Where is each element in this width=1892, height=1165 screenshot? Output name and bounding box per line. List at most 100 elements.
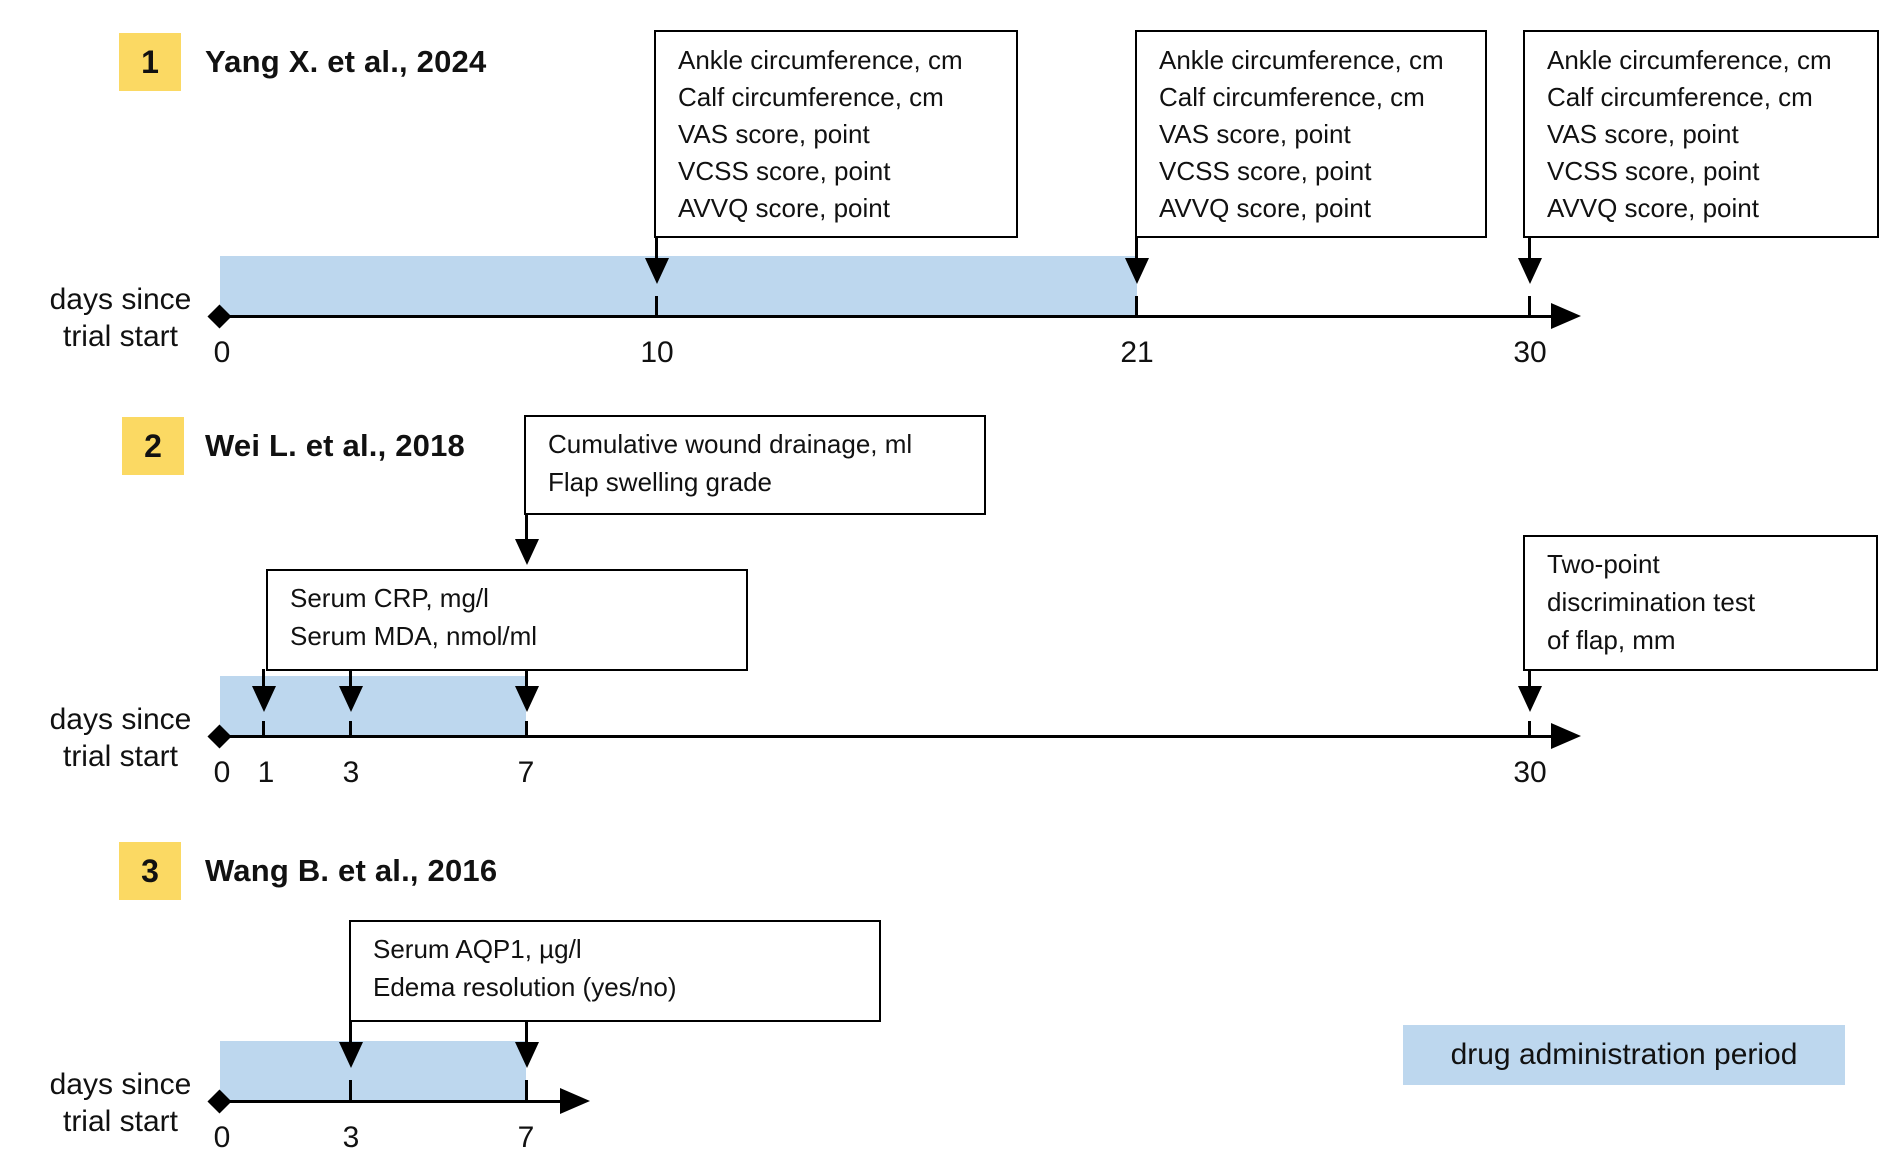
outcome-line: Two-point	[1547, 549, 1660, 579]
outcome-line: discrimination test	[1547, 587, 1756, 617]
study-title: Wei L. et al., 2018	[205, 428, 465, 463]
outcome-line: AVVQ score, point	[1159, 193, 1371, 223]
timeline-axis	[213, 735, 1555, 738]
axis-title-line2: trial start	[62, 1105, 179, 1138]
event-arrowhead-icon	[339, 686, 363, 712]
outcome-line: VAS score, point	[678, 119, 870, 149]
axis-title: days since trial start	[33, 281, 208, 355]
event-tick	[1528, 296, 1531, 318]
event-tick	[262, 721, 265, 738]
measurement-box: Ankle circumference, cm Calf circumferen…	[1523, 30, 1879, 238]
event-arrowhead-icon	[645, 258, 669, 284]
event-arrowhead-icon	[515, 539, 539, 565]
event-arrow-stem	[1528, 669, 1531, 686]
drug-period-bar	[220, 256, 1137, 318]
outcome-line: Serum CRP, mg/l	[290, 583, 489, 613]
outcome-line: Calf circumference, cm	[1159, 82, 1425, 112]
outcome-line: Edema resolution (yes/no)	[373, 972, 677, 1002]
study-number: 1	[141, 43, 159, 80]
event-arrow-stem	[525, 669, 528, 686]
outcome-line: Flap swelling grade	[548, 467, 773, 497]
drug-period-bar	[220, 1041, 526, 1103]
axis-title: days since trial start	[33, 701, 208, 775]
axis-tick-label: 30	[1513, 756, 1547, 789]
measurement-box: Serum AQP1, µg/l Edema resolution (yes/n…	[349, 920, 881, 1022]
event-arrow-stem	[349, 669, 352, 686]
axis-tick-label: 0	[213, 756, 231, 789]
axis-tick-label: 7	[517, 1121, 535, 1154]
outcome-line: Ankle circumference, cm	[1159, 45, 1444, 75]
measurement-box: Ankle circumference, cm Calf circumferen…	[654, 30, 1018, 238]
study-number-badge: 3	[119, 842, 181, 900]
outcome-line: Cumulative wound drainage, ml	[548, 429, 913, 459]
event-arrow-stem	[525, 1020, 528, 1042]
event-tick	[1528, 721, 1531, 738]
measurement-box: Two-point discrimination test of flap, m…	[1523, 535, 1878, 671]
outcome-line: Serum AQP1, µg/l	[373, 934, 582, 964]
event-tick	[655, 296, 658, 318]
outcome-line: Calf circumference, cm	[678, 82, 944, 112]
axis-arrowhead-icon	[560, 1088, 590, 1114]
axis-title-line2: trial start	[62, 740, 179, 773]
outcome-line: Ankle circumference, cm	[678, 45, 963, 75]
axis-title-line1: days since	[49, 703, 192, 736]
event-tick	[525, 1080, 528, 1103]
outcome-line: VAS score, point	[1159, 119, 1351, 149]
measurement-box: Ankle circumference, cm Calf circumferen…	[1135, 30, 1487, 238]
axis-arrowhead-icon	[1551, 303, 1581, 329]
event-arrow-stem	[262, 669, 265, 686]
axis-tick-label: 30	[1513, 336, 1547, 369]
axis-tick-label: 10	[640, 336, 674, 369]
timeline-axis	[213, 1100, 563, 1103]
measurement-box: Cumulative wound drainage, ml Flap swell…	[524, 415, 986, 515]
outcome-line: Serum MDA, nmol/ml	[290, 621, 538, 651]
event-arrow-stem	[1135, 236, 1138, 258]
study-title: Wang B. et al., 2016	[205, 853, 498, 888]
axis-tick-label: 0	[213, 336, 231, 369]
event-arrowhead-icon	[1518, 258, 1542, 284]
event-arrowhead-icon	[1518, 686, 1542, 712]
study-number-badge: 1	[119, 33, 181, 91]
event-tick	[349, 1080, 352, 1103]
event-tick	[349, 721, 352, 738]
outcome-line: VCSS score, point	[678, 156, 891, 186]
event-tick	[525, 721, 528, 738]
axis-title-line2: trial start	[62, 320, 179, 353]
axis-tick-label: 3	[342, 756, 360, 789]
axis-tick-label: 0	[213, 1121, 231, 1154]
axis-arrowhead-icon	[1551, 723, 1581, 749]
event-arrowhead-icon	[339, 1042, 363, 1068]
axis-tick-label: 1	[257, 756, 275, 789]
event-arrowhead-icon	[1125, 258, 1149, 284]
axis-title-line1: days since	[49, 1068, 192, 1101]
event-arrow-stem	[525, 513, 528, 539]
axis-title: days since trial start	[33, 1066, 208, 1140]
outcome-line: of flap, mm	[1547, 625, 1676, 655]
outcome-line: VCSS score, point	[1547, 156, 1760, 186]
study-number: 3	[141, 852, 159, 889]
measurement-box: Serum CRP, mg/l Serum MDA, nmol/ml	[266, 569, 748, 671]
outcome-line: VAS score, point	[1547, 119, 1739, 149]
axis-title-line1: days since	[49, 283, 192, 316]
legend-label: drug administration period	[1450, 1038, 1798, 1071]
outcome-line: VCSS score, point	[1159, 156, 1372, 186]
event-arrowhead-icon	[515, 686, 539, 712]
outcome-line: AVVQ score, point	[1547, 193, 1759, 223]
outcome-line: AVVQ score, point	[678, 193, 890, 223]
event-arrow-stem	[655, 236, 658, 258]
timeline-axis	[213, 315, 1555, 318]
event-arrowhead-icon	[252, 686, 276, 712]
outcome-line: Calf circumference, cm	[1547, 82, 1813, 112]
study-number-badge: 2	[122, 417, 184, 475]
event-arrowhead-icon	[515, 1042, 539, 1068]
event-tick	[1135, 296, 1138, 318]
study-title: Yang X. et al., 2024	[205, 44, 487, 79]
study-number: 2	[144, 427, 162, 464]
event-arrow-stem	[1528, 236, 1531, 258]
legend-drug-administration-period: drug administration period	[1403, 1025, 1845, 1085]
axis-tick-label: 7	[517, 756, 535, 789]
axis-tick-label: 3	[342, 1121, 360, 1154]
event-arrow-stem	[349, 1020, 352, 1042]
axis-tick-label: 21	[1120, 336, 1154, 369]
